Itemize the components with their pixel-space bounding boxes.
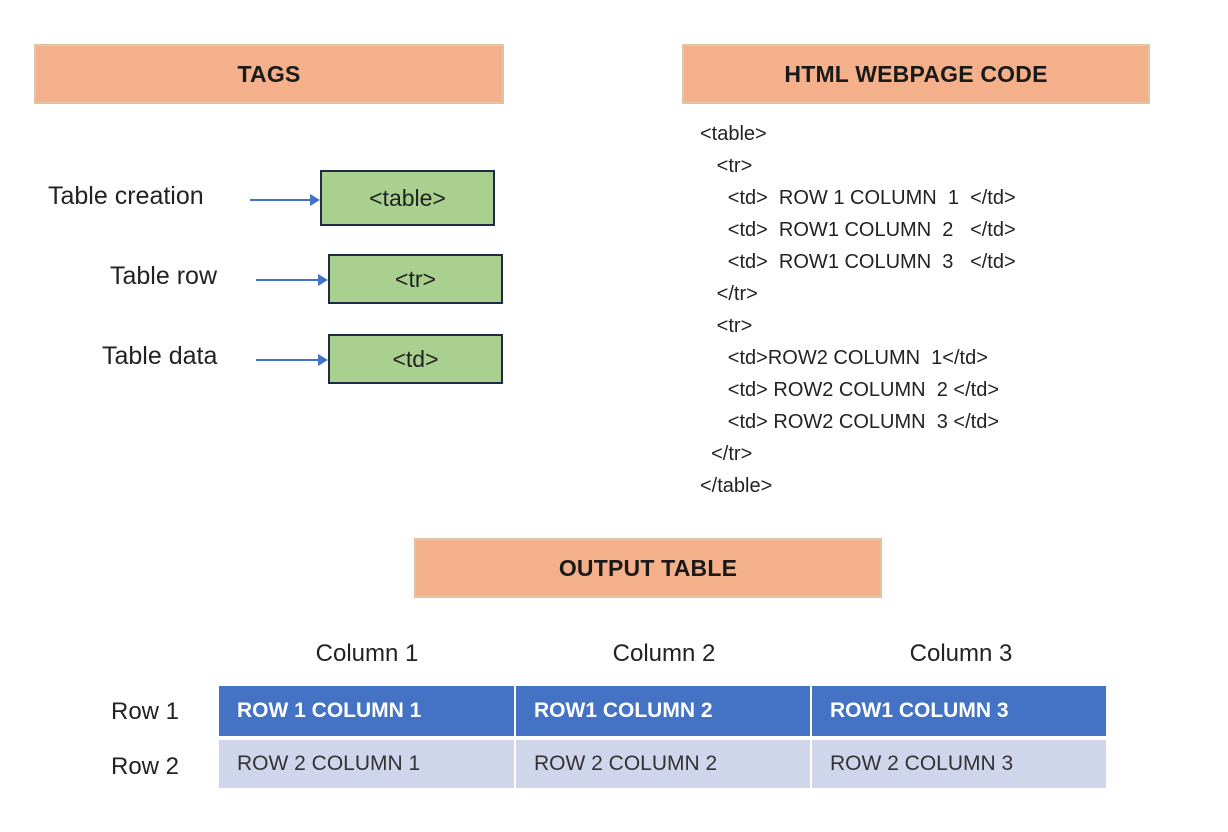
- table-cell: ROW 2 COLUMN 2: [515, 738, 812, 792]
- code-line: <tr>: [700, 155, 753, 177]
- code-line: <tr>: [700, 315, 753, 337]
- code-line: <td> ROW 1 COLUMN 1 </td>: [700, 187, 1016, 209]
- tag-label-table-data: Table data: [102, 342, 218, 370]
- arrow-icon: [256, 354, 328, 366]
- output-table-header: OUTPUT TABLE: [414, 538, 882, 598]
- code-line: <table>: [700, 123, 767, 145]
- table-cell: ROW1 COLUMN 2: [515, 686, 812, 740]
- html-code-listing: <table> <tr> <td> ROW 1 COLUMN 1 </td> <…: [700, 118, 1016, 502]
- table-cell: ROW1 COLUMN 3: [811, 686, 1108, 740]
- code-line: <td> ROW2 COLUMN 3 </td>: [700, 411, 999, 433]
- tags-header: TAGS: [34, 44, 504, 104]
- table-cell: ROW 2 COLUMN 3: [811, 738, 1108, 792]
- code-line: </tr>: [700, 283, 758, 305]
- column-header-2: Column 2: [612, 640, 716, 667]
- row-label-1: Row 1: [110, 698, 180, 725]
- html-code-header: HTML WEBPAGE CODE: [682, 44, 1150, 104]
- code-line: <td> ROW2 COLUMN 2 </td>: [700, 379, 999, 401]
- tag-box-tr: <tr>: [328, 254, 503, 304]
- code-line: <td>ROW2 COLUMN 1</td>: [700, 347, 988, 369]
- tag-label-table-row: Table row: [110, 262, 217, 290]
- column-header-3: Column 3: [909, 640, 1013, 667]
- code-line: </tr>: [700, 443, 753, 465]
- tag-label-table-creation: Table creation: [48, 182, 204, 210]
- arrow-icon: [256, 274, 328, 286]
- table-row: ROW 2 COLUMN 1 ROW 2 COLUMN 2 ROW 2 COLU…: [219, 738, 1108, 792]
- output-table: ROW 1 COLUMN 1 ROW1 COLUMN 2 ROW1 COLUMN…: [219, 686, 1108, 792]
- row-label-2: Row 2: [110, 753, 180, 780]
- arrow-icon: [250, 194, 320, 206]
- table-cell: ROW 2 COLUMN 1: [219, 738, 516, 792]
- code-line: <td> ROW1 COLUMN 2 </td>: [700, 219, 1016, 241]
- table-row: ROW 1 COLUMN 1 ROW1 COLUMN 2 ROW1 COLUMN…: [219, 686, 1108, 740]
- tag-box-td: <td>: [328, 334, 503, 384]
- code-line: </table>: [700, 475, 773, 497]
- table-cell: ROW 1 COLUMN 1: [219, 686, 516, 740]
- column-header-1: Column 1: [315, 640, 419, 667]
- tag-box-table: <table>: [320, 170, 495, 226]
- code-line: <td> ROW1 COLUMN 3 </td>: [700, 251, 1016, 273]
